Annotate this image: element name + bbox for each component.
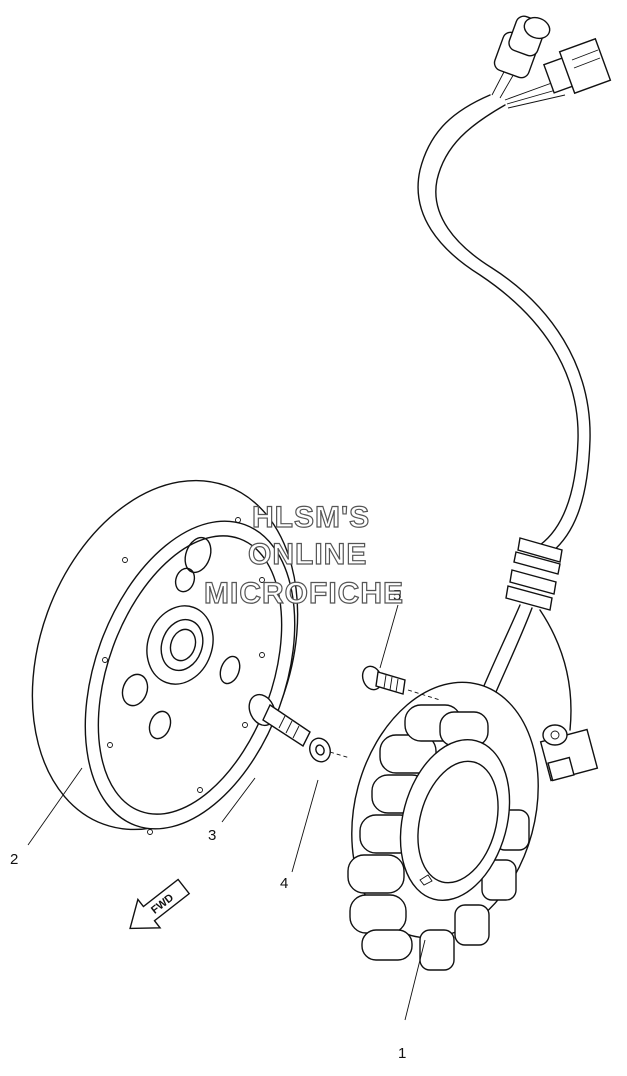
harness-grommet xyxy=(505,537,563,611)
callout-2: 2 xyxy=(10,851,18,868)
square-connector xyxy=(542,37,612,95)
callout-5: 5 xyxy=(393,587,401,604)
watermark-line-2: ONLINE xyxy=(248,538,367,571)
rotor-bolt xyxy=(248,693,311,748)
fwd-arrow-icon: FWD xyxy=(129,878,191,930)
wire-harness xyxy=(417,69,591,553)
washer xyxy=(309,737,351,763)
callout-1: 1 xyxy=(398,1045,406,1062)
stator-bolt xyxy=(361,665,441,701)
callout-3: 3 xyxy=(208,827,216,844)
watermark: HLSM'S ONLINE MICROFICHE xyxy=(203,500,404,610)
round-connector xyxy=(493,15,551,79)
flywheel-rotor xyxy=(31,479,299,835)
watermark-line-3: MICROFICHE xyxy=(204,577,404,610)
stator-assembly xyxy=(347,681,539,971)
leader-lines xyxy=(27,604,426,1021)
watermark-line-1: HLSM'S xyxy=(252,501,370,534)
pickup-coil xyxy=(539,724,599,782)
callout-4: 4 xyxy=(280,875,288,892)
